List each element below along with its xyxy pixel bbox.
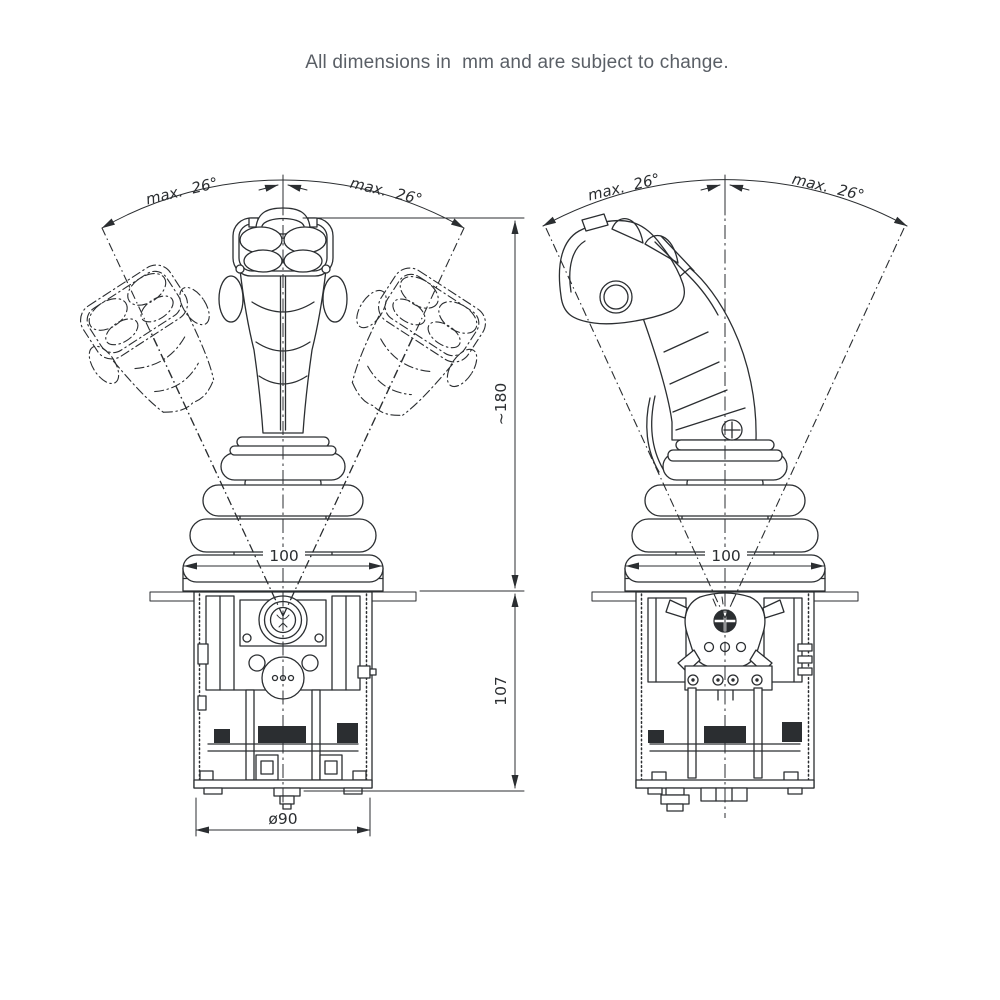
side-tilt-right-label: max. 26° — [790, 170, 866, 205]
front-right-rocker — [322, 275, 348, 323]
dim-diameter-label: ø90 — [268, 810, 297, 828]
dim-depth-below-label: 107 — [492, 676, 510, 706]
side-view: max. 26° max. 26° — [542, 170, 908, 818]
side-bottom-bolt — [660, 787, 690, 812]
front-ghost-right — [317, 253, 504, 443]
dim-side-bellows-label: 100 — [711, 547, 741, 565]
front-tilt-left-label: max. 26° — [144, 174, 220, 209]
front-tilt-right-label: max. 26° — [348, 174, 424, 209]
side-thumb-button — [599, 280, 633, 314]
dimensions-note: All dimensions in mm and are subject to … — [305, 52, 729, 73]
front-view: max. 26° max. 26° — [62, 174, 504, 812]
side-grip — [558, 213, 783, 473]
side-screw — [721, 419, 743, 441]
side-tilt-left-label: max. 26° — [586, 170, 662, 205]
dimension-annotations: ~180 107 100 100 ø90 — [183, 217, 825, 837]
front-tilt-phantom — [62, 227, 504, 617]
side-bottom-connector — [700, 787, 748, 802]
front-bellows — [182, 452, 384, 583]
front-buttons — [239, 226, 327, 273]
dim-front-bellows-label: 100 — [269, 547, 299, 565]
front-left-rocker — [218, 275, 244, 323]
dim-height-above-label: ~180 — [492, 383, 510, 426]
side-housing — [635, 591, 815, 812]
front-ghost-left — [62, 250, 249, 440]
front-housing — [193, 591, 377, 810]
side-tilt-phantom — [544, 225, 906, 619]
